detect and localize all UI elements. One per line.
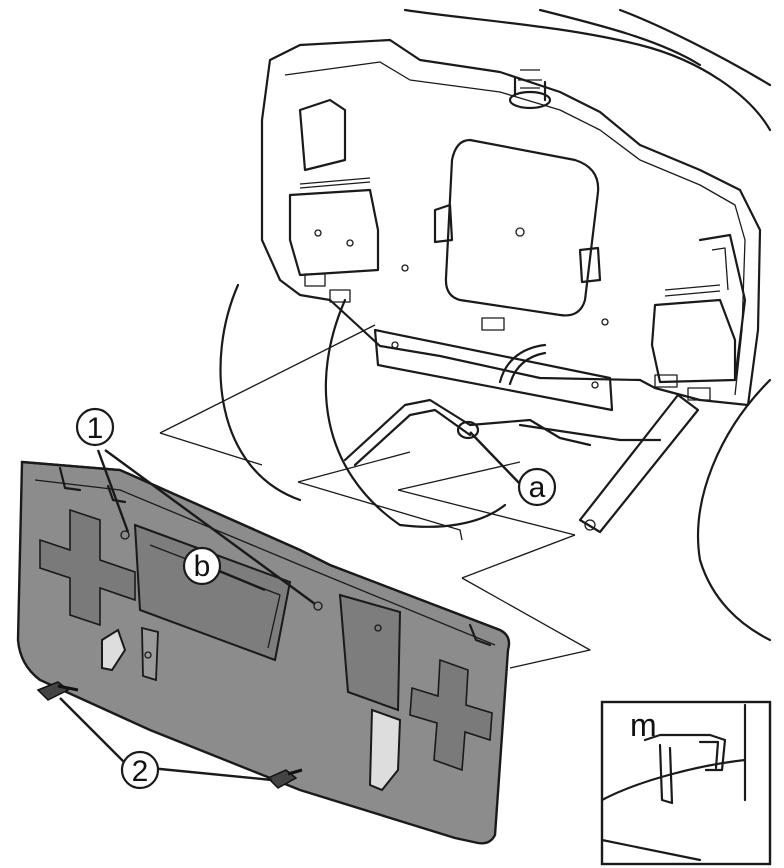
callout-2: 2 bbox=[120, 750, 160, 790]
callout-1-leader-a bbox=[96, 449, 130, 533]
callout-2-leader-b bbox=[149, 766, 273, 782]
callout-a-label: a bbox=[529, 471, 546, 504]
callout-b-label: b bbox=[194, 550, 211, 583]
screw-right bbox=[266, 768, 303, 789]
callout-a-leader bbox=[469, 431, 523, 487]
screw-left bbox=[36, 681, 79, 701]
callout-2-label: 2 bbox=[132, 755, 149, 788]
callout-b: b bbox=[182, 546, 222, 586]
callout-a: a bbox=[517, 467, 557, 507]
cover-panel bbox=[16, 460, 511, 845]
callout-1-leader-b bbox=[104, 449, 316, 605]
callout-b-leader bbox=[211, 566, 266, 592]
callout-2-leader-a bbox=[59, 697, 131, 769]
inset-label: m bbox=[630, 707, 657, 743]
callout-1-label: 1 bbox=[87, 412, 104, 445]
seat-frame-assembly bbox=[159, 8, 772, 669]
inset-detail-m: m bbox=[600, 700, 772, 866]
callout-1: 1 bbox=[75, 407, 115, 447]
